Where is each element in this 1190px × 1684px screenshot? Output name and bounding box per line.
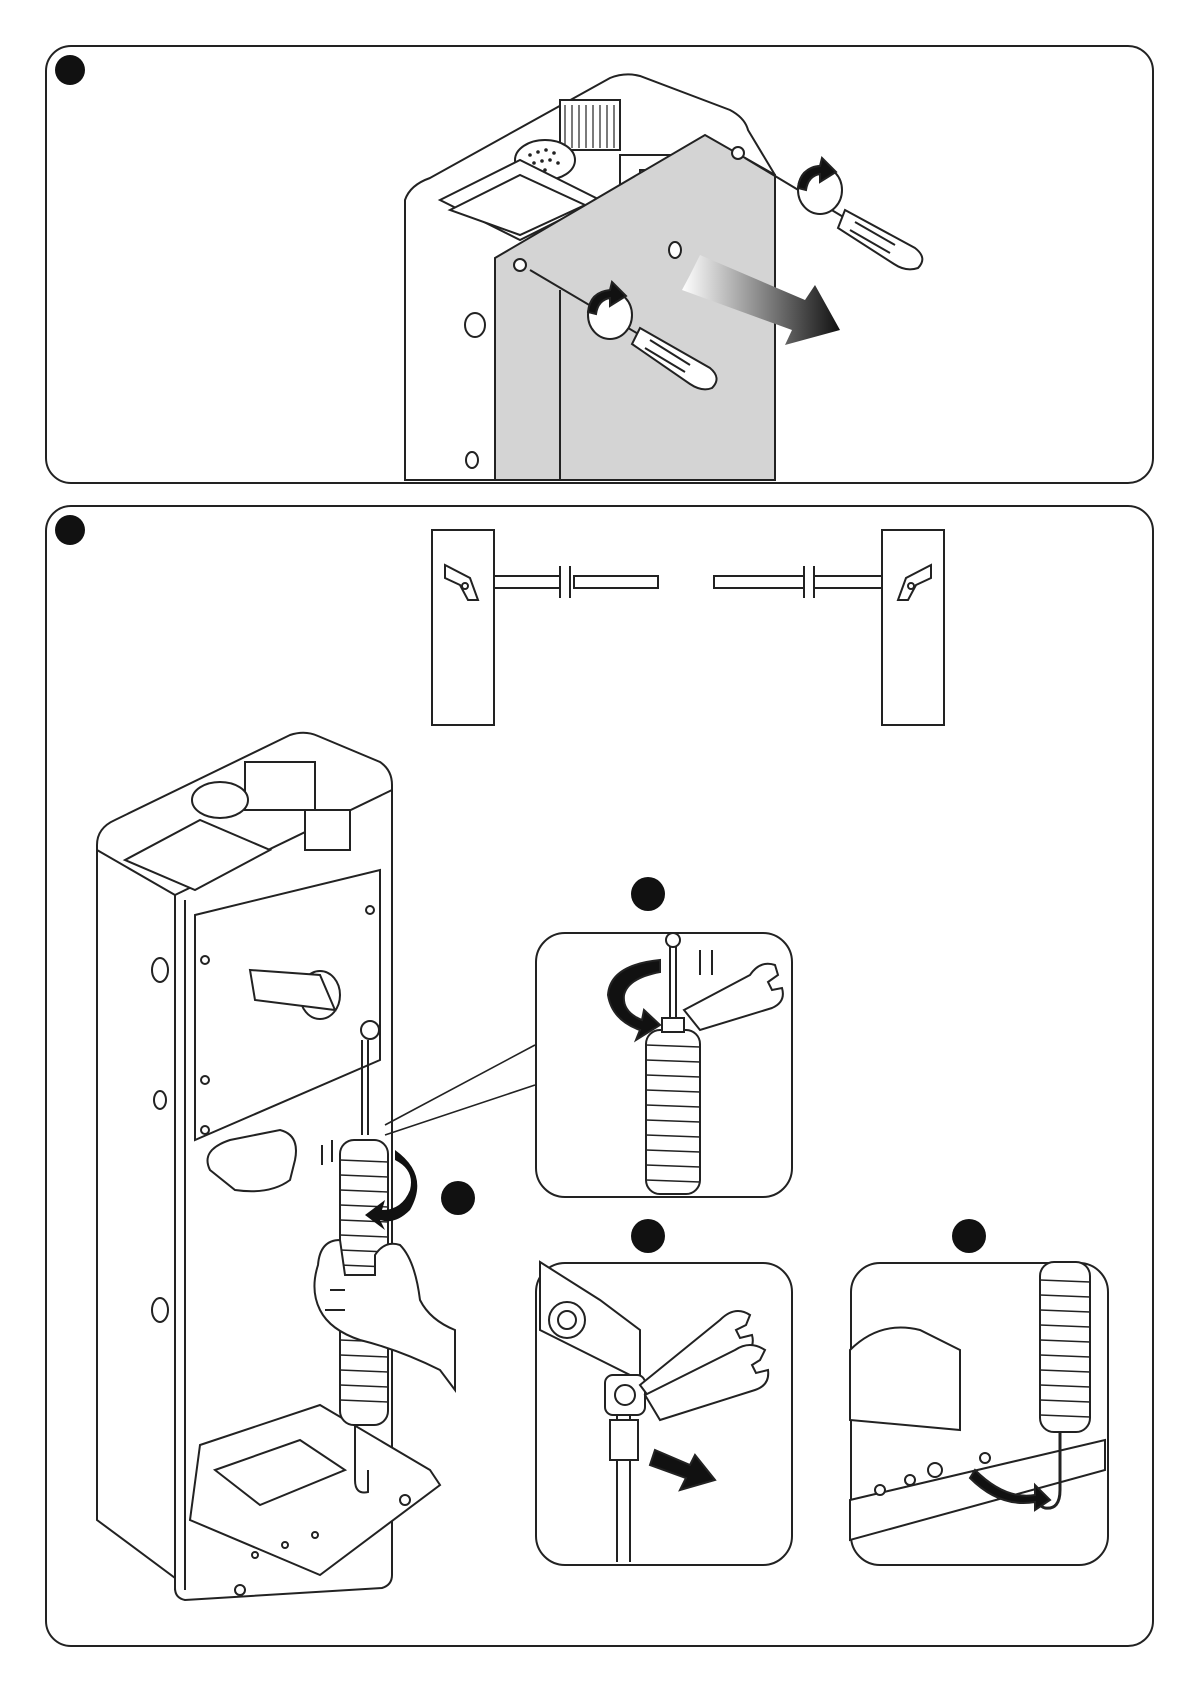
detail-inset-adjust-spring xyxy=(535,932,793,1198)
detail-inset-unhook-spring xyxy=(850,1262,1109,1566)
detail-inset-loosen-nut xyxy=(535,1262,793,1566)
sub-step-b-marker xyxy=(441,1181,475,1215)
step-1-marker xyxy=(55,55,85,85)
step-2-marker xyxy=(55,515,85,545)
panel-step-1 xyxy=(45,45,1154,484)
sub-step-a-marker xyxy=(631,877,665,911)
sub-step-c-marker xyxy=(631,1219,665,1253)
sub-step-d-marker xyxy=(952,1219,986,1253)
